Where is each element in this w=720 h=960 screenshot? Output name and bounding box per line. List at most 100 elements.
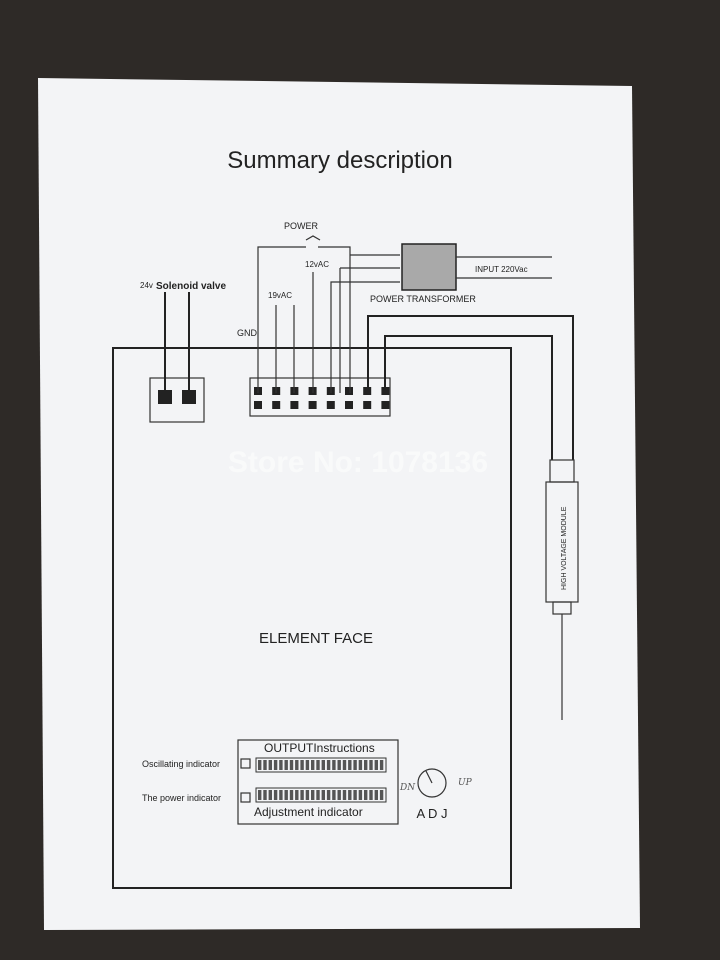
terminal-screw <box>345 401 353 409</box>
led-segment <box>332 760 336 770</box>
led-bar-frame <box>255 787 387 803</box>
led-segment <box>300 760 304 770</box>
led-segment <box>369 790 373 800</box>
terminal-screw <box>272 401 281 409</box>
hv-module-label: HIGH VOLTAGE MODULE <box>561 506 568 590</box>
led-bar-oscillating <box>255 757 387 773</box>
led-segment <box>348 760 352 770</box>
adj-label: A D J <box>416 806 447 821</box>
led-segment <box>374 790 378 800</box>
paper-sheet <box>38 78 640 930</box>
led-segment <box>332 790 336 800</box>
terminal-screw <box>308 401 317 409</box>
power-switch-symbol <box>305 235 321 241</box>
adjustment-indicator-label: Adjustment indicator <box>254 805 363 819</box>
watermark: Store No: 1078136 <box>228 446 488 479</box>
terminal-block <box>249 377 391 417</box>
led-segment <box>369 760 373 770</box>
terminal-screw <box>381 401 390 409</box>
led-segment <box>342 790 347 800</box>
led-segment <box>263 760 267 770</box>
led-segment <box>289 790 294 800</box>
led-segment <box>263 790 267 800</box>
led-segment <box>305 760 310 770</box>
led-segment <box>305 790 310 800</box>
power-transformer <box>401 243 457 291</box>
led-segment <box>358 790 363 800</box>
led-segment <box>289 760 294 770</box>
hv-module-cap-top <box>549 459 575 483</box>
label-19vac: 19vAC <box>268 291 292 300</box>
led-segment <box>358 760 363 770</box>
gnd-label: GND <box>237 328 258 338</box>
led-segment <box>268 790 272 800</box>
led-segment <box>337 760 341 770</box>
terminal-screw <box>254 401 262 409</box>
led-segment <box>273 760 278 770</box>
output-panel <box>237 739 399 825</box>
led-bar-power <box>255 787 387 803</box>
transformer-label: POWER TRANSFORMER <box>370 294 476 304</box>
led-segment <box>321 790 325 800</box>
terminal-pin <box>345 387 353 395</box>
adj-knob <box>417 768 447 798</box>
solenoid-pin-1 <box>158 390 172 404</box>
led-segment <box>316 790 320 800</box>
dn-label: DN <box>399 783 416 793</box>
label-12vac: 12vAC <box>305 260 329 269</box>
output-instructions-label: OUTPUTInstructions <box>264 741 375 755</box>
gnd-wire <box>257 246 306 393</box>
led-segment <box>353 790 357 800</box>
led-segment <box>326 790 331 800</box>
led-segment <box>353 760 357 770</box>
oscillating-indicator-light <box>240 758 251 769</box>
led-segment <box>364 760 368 770</box>
led-segment <box>379 760 384 770</box>
power-indicator-label: The power indicator <box>142 793 221 803</box>
oscillating-indicator-label: Oscillating indicator <box>142 759 220 769</box>
terminal-screw <box>363 401 372 409</box>
led-segment <box>258 760 262 770</box>
hv-wire-outer <box>367 315 574 460</box>
solenoid-connector <box>149 377 205 423</box>
led-segment <box>364 790 368 800</box>
led-segment <box>258 790 262 800</box>
adj-knob-pointer <box>425 770 433 784</box>
led-segment <box>300 790 304 800</box>
solenoid-label: Solenoid valve <box>156 281 226 292</box>
led-segment <box>326 760 331 770</box>
wire-12vac-2 <box>330 281 400 393</box>
led-segment <box>337 790 341 800</box>
led-segment <box>279 760 283 770</box>
led-segment <box>268 760 272 770</box>
led-segment <box>311 790 315 800</box>
led-segment <box>342 760 347 770</box>
power-switch-wire <box>318 246 351 393</box>
input-label: INPUT 220Vac <box>475 265 528 274</box>
led-segment <box>321 760 325 770</box>
led-bar-frame <box>255 757 387 773</box>
led-segment <box>284 760 288 770</box>
led-segment <box>273 790 278 800</box>
led-segment <box>374 760 378 770</box>
led-segment <box>279 790 283 800</box>
main-unit-box <box>112 347 512 889</box>
solenoid-pin-2 <box>182 390 196 404</box>
led-segment <box>295 760 299 770</box>
solenoid-voltage-label: 24v <box>140 281 153 290</box>
terminal-screw <box>326 401 335 409</box>
led-segment <box>316 760 320 770</box>
terminal-screw <box>290 401 299 409</box>
led-segment <box>348 790 352 800</box>
power-label: POWER <box>284 221 319 231</box>
hv-wire-inner <box>384 335 553 460</box>
led-segment <box>311 760 315 770</box>
diagram-title: Summary description <box>227 147 452 174</box>
up-label: UP <box>458 778 473 788</box>
led-segment <box>284 790 288 800</box>
led-segment <box>295 790 299 800</box>
led-segment <box>379 790 384 800</box>
power-indicator-light <box>240 792 251 803</box>
element-face-label: ELEMENT FACE <box>259 630 373 647</box>
